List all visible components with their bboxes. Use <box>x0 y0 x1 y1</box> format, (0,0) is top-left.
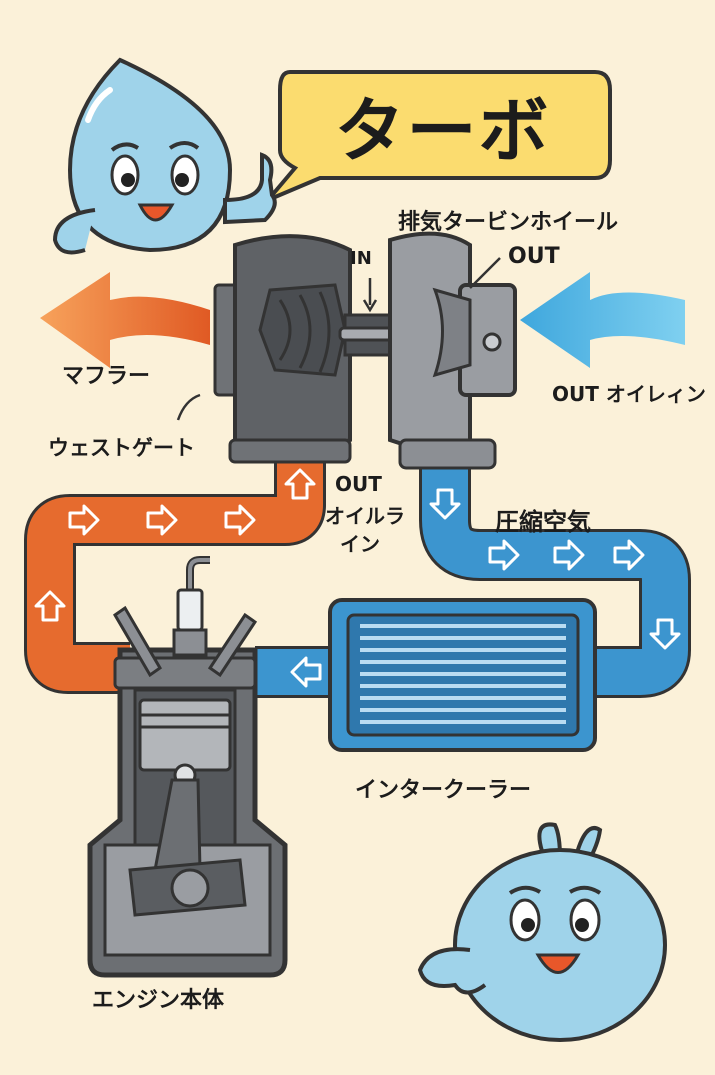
flow-arrow-icon <box>224 504 256 536</box>
exhaust-turbine-wheel <box>258 283 347 377</box>
title-bubble <box>266 70 612 202</box>
intake-air-arrow <box>520 272 685 368</box>
flow-arrow-icon <box>290 656 322 688</box>
intercooler <box>328 598 597 752</box>
label-out-oil-line-2: オイルラ <box>325 504 405 528</box>
label-out-oil-line-3: イン <box>340 532 380 556</box>
label-engine-body: エンジン本体 <box>92 988 225 1013</box>
exhaust-flow-arrows <box>34 468 316 622</box>
flow-arrow-icon <box>429 488 461 520</box>
flow-arrow-icon <box>553 539 585 571</box>
flow-arrow-icon <box>613 539 645 571</box>
label-out-top: OUT <box>508 244 560 269</box>
valves <box>113 605 258 678</box>
intake-pipe <box>255 455 691 698</box>
label-intercooler: インタークーラー <box>355 778 532 803</box>
page-title: ターボ <box>334 89 551 172</box>
label-in: IN <box>350 248 372 269</box>
engine <box>87 556 288 978</box>
flow-arrow-icon <box>284 468 316 500</box>
intake-flow-arrows <box>290 488 681 688</box>
spark-plug-icon <box>172 556 210 657</box>
label-out-oil-line-1: OUT <box>335 472 382 496</box>
water-drop-mascot <box>52 57 277 255</box>
turbocharger <box>176 231 517 470</box>
flow-arrow-icon <box>146 504 178 536</box>
label-exhaust-turbine-wheel: 排気タービンホイール <box>398 210 619 235</box>
flow-arrow-icon <box>34 590 66 622</box>
label-wastegate: ウェストゲート <box>48 436 195 460</box>
flow-arrow-icon <box>68 504 100 536</box>
flow-arrow-icon <box>649 618 681 650</box>
muffler-exhaust-arrow <box>40 272 210 368</box>
label-compressed-air: 圧縮空気 <box>495 508 591 536</box>
label-muffler: マフラー <box>62 364 151 389</box>
round-mascot <box>417 822 667 1042</box>
label-out-oil-in: OUT オイレィン <box>552 382 706 406</box>
piston-icon <box>138 698 232 872</box>
exhaust-pipe <box>24 455 326 694</box>
flow-arrow-icon <box>488 539 520 571</box>
